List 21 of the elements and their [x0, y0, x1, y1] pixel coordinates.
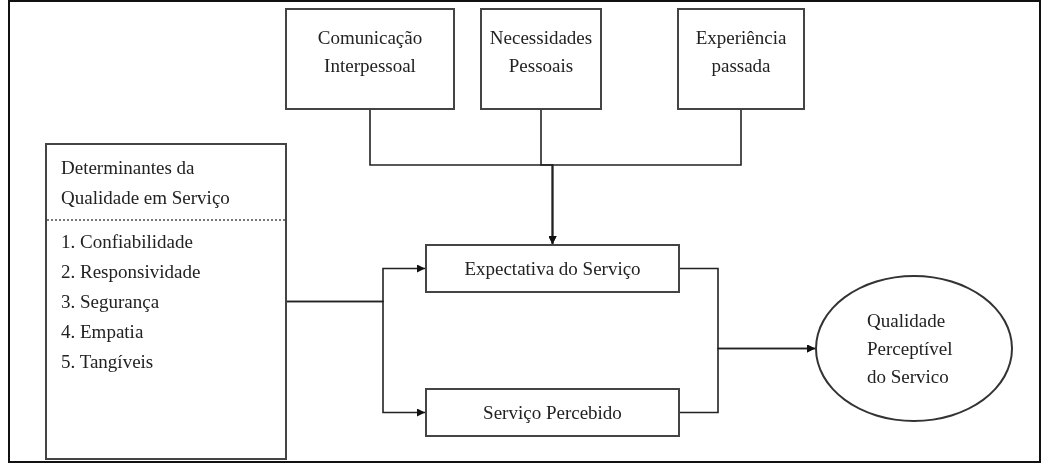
node-label: Qualidade Perceptível do Servico — [866, 308, 954, 389]
connector-arrow — [679, 344, 816, 414]
node-label: Comunicação Interpessoal — [316, 26, 424, 78]
list-item: 3. Segurança — [61, 290, 161, 314]
list-item: 5. Tangíveis — [61, 350, 155, 374]
node-label: Experiência passada — [694, 26, 788, 78]
node-label: Expectativa do Serviço — [463, 256, 642, 281]
list-item: 2. Responsividade — [61, 260, 202, 284]
connector-arrow — [548, 109, 742, 245]
process-box — [425, 388, 680, 437]
determinants-box — [45, 143, 287, 460]
box-heading: Determinantes da Qualidade em Serviço — [61, 156, 231, 210]
connector-arrow — [286, 300, 426, 417]
process-box — [425, 244, 680, 293]
node-label: Necessidades Pessoais — [488, 26, 594, 78]
process-box — [480, 8, 602, 110]
process-box — [677, 8, 805, 110]
list-item: 4. Empatia — [61, 320, 145, 344]
node-label: Serviço Percebido — [482, 400, 623, 425]
list-item: 1. Confiabilidade — [61, 230, 194, 254]
process-box — [285, 8, 455, 110]
